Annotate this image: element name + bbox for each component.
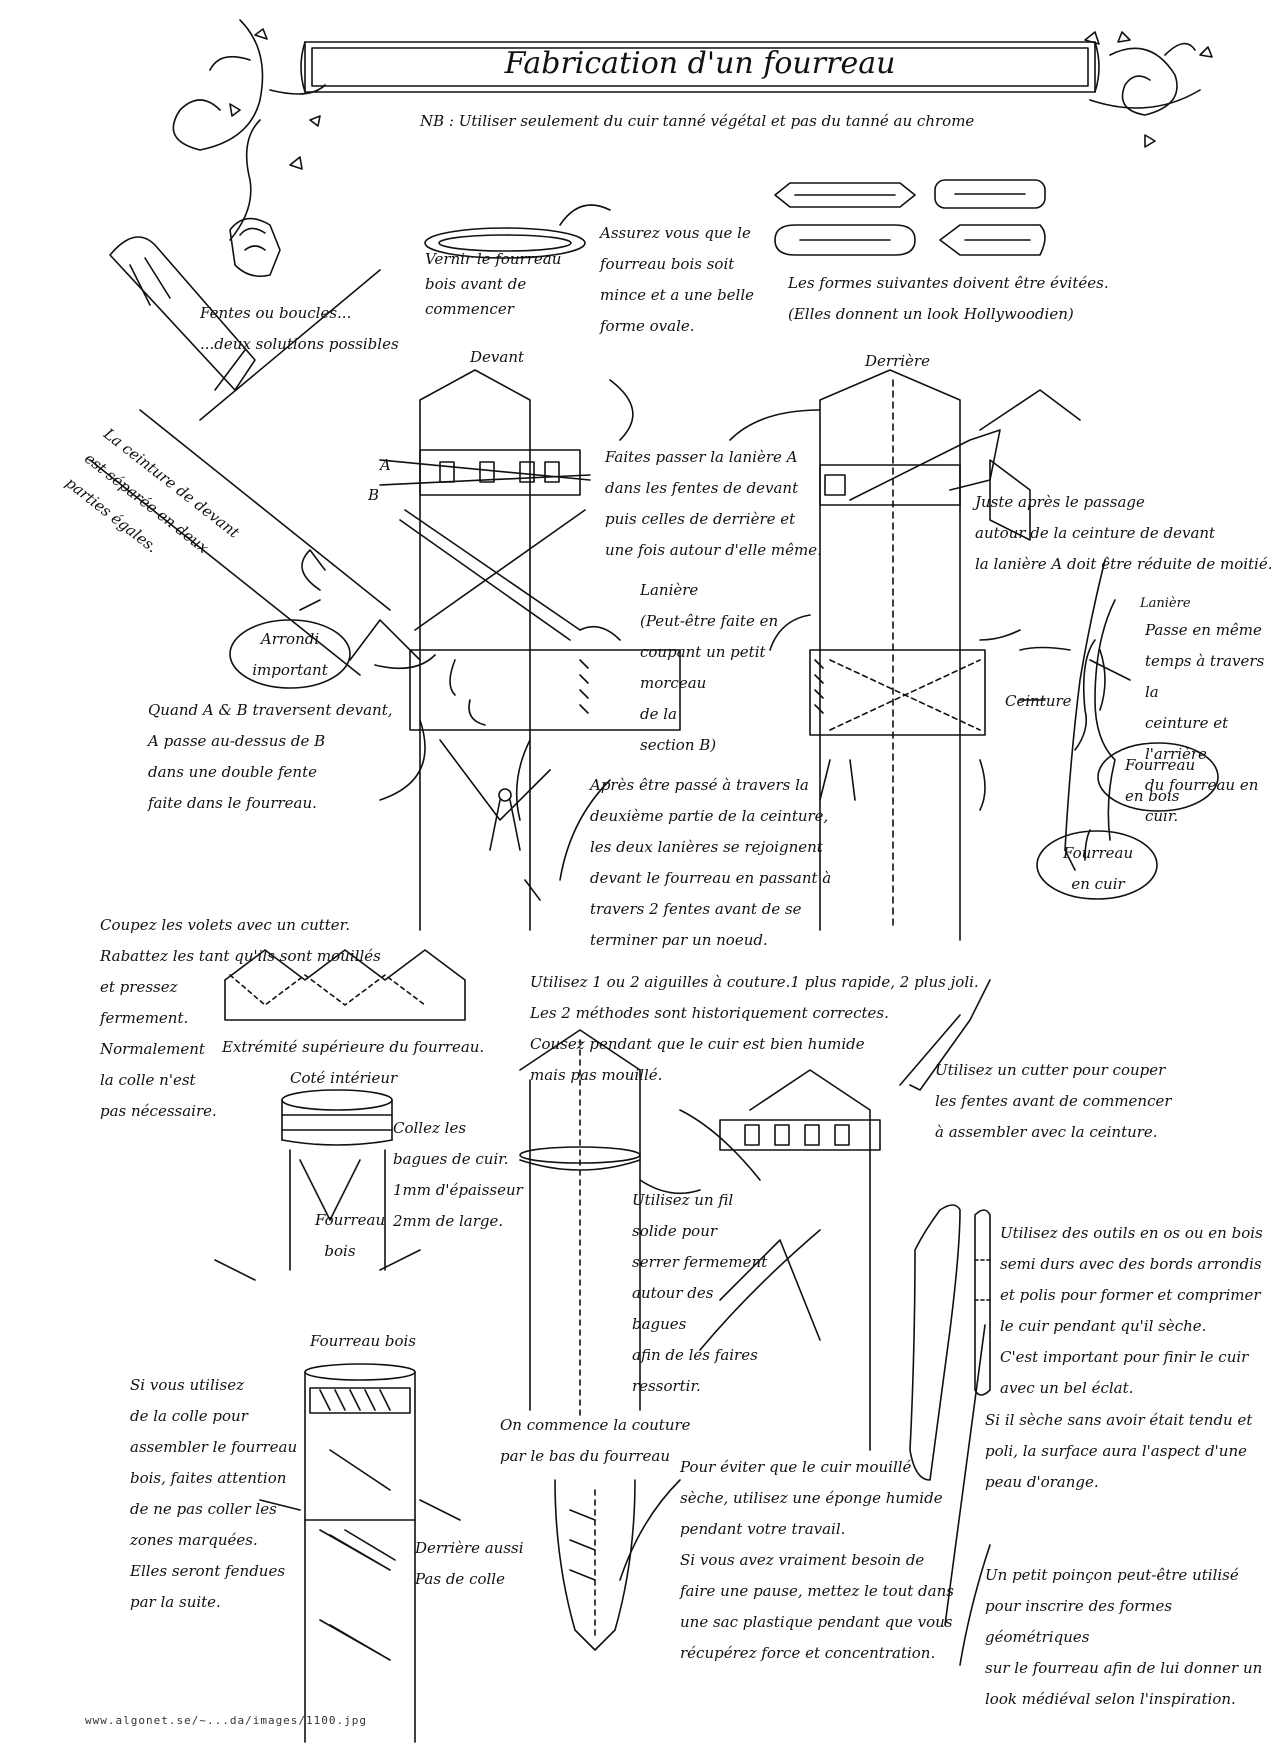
note-quand-ab: Quand A & B traversent devant, A passe a… [148, 701, 393, 812]
label-fourreau-bois-inner: Fourreau bois [315, 1211, 386, 1260]
folded-flaps-drawing [225, 950, 465, 1020]
bottom-seam-drawing [555, 1480, 680, 1650]
label-extremite: Extrémité supérieure du fourreau. [222, 1038, 485, 1056]
label-fourreau-bois-title: Fourreau bois [310, 1332, 416, 1350]
note-on-commence: On commence la couture par le bas du fou… [500, 1416, 691, 1465]
note-formes-evitees: Les formes suivantes doivent être évitée… [788, 274, 1109, 323]
label-fourreau-cuir-oval: Fourreau en cuir [1063, 844, 1134, 893]
oval-frame-bois [1098, 743, 1218, 811]
label-fourreau-bois-oval: Fourreau en bois [1125, 756, 1196, 805]
note-fentes-boucles: Fentes ou boucles... ...deux solutions p… [200, 304, 399, 353]
source-url: www.algonet.se/~...da/images/1100.jpg [85, 1714, 368, 1727]
bracket-lines [945, 1325, 990, 1665]
page-title: Fabrication d'un fourreau [504, 46, 896, 81]
note-derriere-aussi: Derrière aussi Pas de colle [415, 1539, 524, 1588]
vine-decoration-left [173, 20, 325, 240]
shapes-to-avoid [775, 180, 1045, 255]
belt-strip-drawing [90, 270, 390, 675]
slot-strap-sketch [110, 219, 280, 390]
note-vernir: Vernir le fourreau bois avant de commenc… [425, 250, 562, 318]
note-assurez: Assurez vous que le fourreau bois soit m… [600, 224, 755, 335]
note-utilisez-outils: Utilisez des outils en os ou en bois sem… [1000, 1224, 1263, 1397]
bone-tools-drawing [910, 1205, 990, 1480]
nb-note: NB : Utiliser seulement du cuir tanné vé… [420, 112, 975, 130]
wooden-core-drawing [260, 1364, 460, 1742]
note-arrondi: Arrondi important [252, 630, 328, 679]
label-a: A [380, 456, 391, 474]
note-laniere: Lanière (Peut-être faite en coupant un p… [640, 581, 779, 754]
note-apres-etre: Après être passé à travers la deuxième p… [590, 776, 832, 949]
note-passe-en-meme: Passe en même temps à travers la ceintur… [1145, 621, 1265, 825]
label-derriere: Derrière [865, 352, 930, 370]
vine-decoration-right [1085, 32, 1212, 147]
note-si-colle: Si vous utilisez de la colle pour assemb… [130, 1376, 298, 1611]
note-pour-eviter: Pour éviter que le cuir mouillé sèche, u… [680, 1458, 954, 1662]
note-coupez: Coupez les volets avec un cutter. Rabatt… [100, 916, 381, 1120]
note-poincon: Un petit poinçon peut-être utilisé pour … [985, 1566, 1263, 1708]
label-cote-interieur: Coté intérieur [290, 1069, 398, 1087]
note-utilisez-aiguilles: Utilisez 1 ou 2 aiguilles à couture.1 pl… [530, 973, 979, 1084]
title-banner [301, 42, 1099, 92]
note-faites-passer: Faites passer la lanière A dans les fent… [605, 448, 822, 559]
callout-arrows [375, 380, 1130, 900]
note-utilisez-cutter: Utilisez un cutter pour couper les fente… [935, 1061, 1172, 1141]
note-juste-apres: Juste après le passage autour de la cein… [975, 493, 1273, 573]
note-utilisez-fil: Utilisez un fil solide pour serrer ferme… [632, 1191, 768, 1395]
cutter-drawing [680, 980, 990, 1450]
oval-frame-arrondi [230, 620, 350, 688]
oval-cross-section [425, 205, 610, 258]
label-laniere-side: Lanière [1140, 596, 1191, 611]
back-scabbard-drawing [730, 370, 1080, 940]
label-devant: Devant [470, 348, 525, 366]
front-scabbard-drawing [350, 370, 680, 930]
note-si-seche: Si il sèche sans avoir était tendu et po… [985, 1411, 1253, 1491]
label-b: B [368, 486, 380, 504]
oval-frame-cuir [1037, 831, 1157, 899]
stitching-drawing [520, 1030, 700, 1420]
label-ceinture: Ceinture [1005, 692, 1072, 710]
note-collez: Collez les bagues de cuir. 1mm d'épaisse… [393, 1119, 523, 1230]
inner-side-drawing [215, 1090, 420, 1280]
